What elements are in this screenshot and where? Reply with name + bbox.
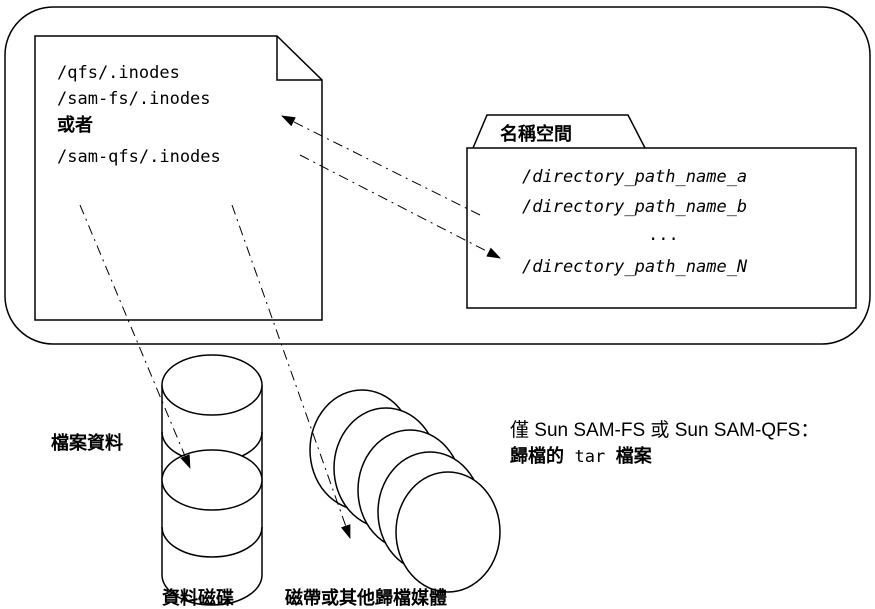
archive-media-label: 磁帶或其他歸檔媒體 [285,587,447,608]
inode-line-qfs: /qfs/.inodes [57,63,180,83]
namespace-path-b: /directory_path_name_b [522,197,747,217]
namespace-label: 名稱空間 [500,123,572,144]
disk-platter [161,354,263,416]
archive-note-line2: 歸檔的 tar 檔案 [510,445,653,467]
inode-file-fold [276,36,322,81]
data-disk-label: 資料磁碟 [162,587,234,608]
inode-to-tape-arrow [231,204,351,539]
disk-platter [161,574,263,606]
inode-file-shape [34,35,323,321]
disk-platter [161,449,263,511]
archive-note-prefix: 歸檔的 [510,445,564,466]
inode-to-namespace-arrow [299,154,501,259]
archive-note-line1: 僅 Sun SAM-FS 或 Sun SAM-QFS： [510,419,819,441]
namespace-folder-body [466,147,857,309]
archive-note-code: tar [575,447,606,467]
archive-note-suffix: 檔案 [616,445,653,466]
inode-line-or: 或者 [57,114,93,135]
namespace-ellipsis: ... [648,225,679,245]
namespace-path-a: /directory_path_name_a [522,167,747,187]
inode-line-sam-fs: /sam-fs/.inodes [57,89,211,109]
inode-line-sam-qfs: /sam-qfs/.inodes [57,147,221,167]
namespace-path-n: /directory_path_name_N [522,257,748,277]
namespace-folder: 名稱空間 /directory_path_name_a /directory_p… [466,114,857,309]
inode-file: /qfs/.inodes /sam-fs/.inodes 或者 /sam-qfs… [34,35,323,321]
disk-platter [161,526,263,558]
namespace-to-inode-arrow [281,115,481,216]
file-data-label: 檔案資料 [51,432,123,453]
tape-reel [395,471,501,593]
tape-stack [309,389,501,593]
namespace-folder-tab [472,114,646,149]
inode-to-disk-arrow [79,204,191,469]
filesystem-boundary [4,6,871,345]
data-disk [161,354,263,606]
